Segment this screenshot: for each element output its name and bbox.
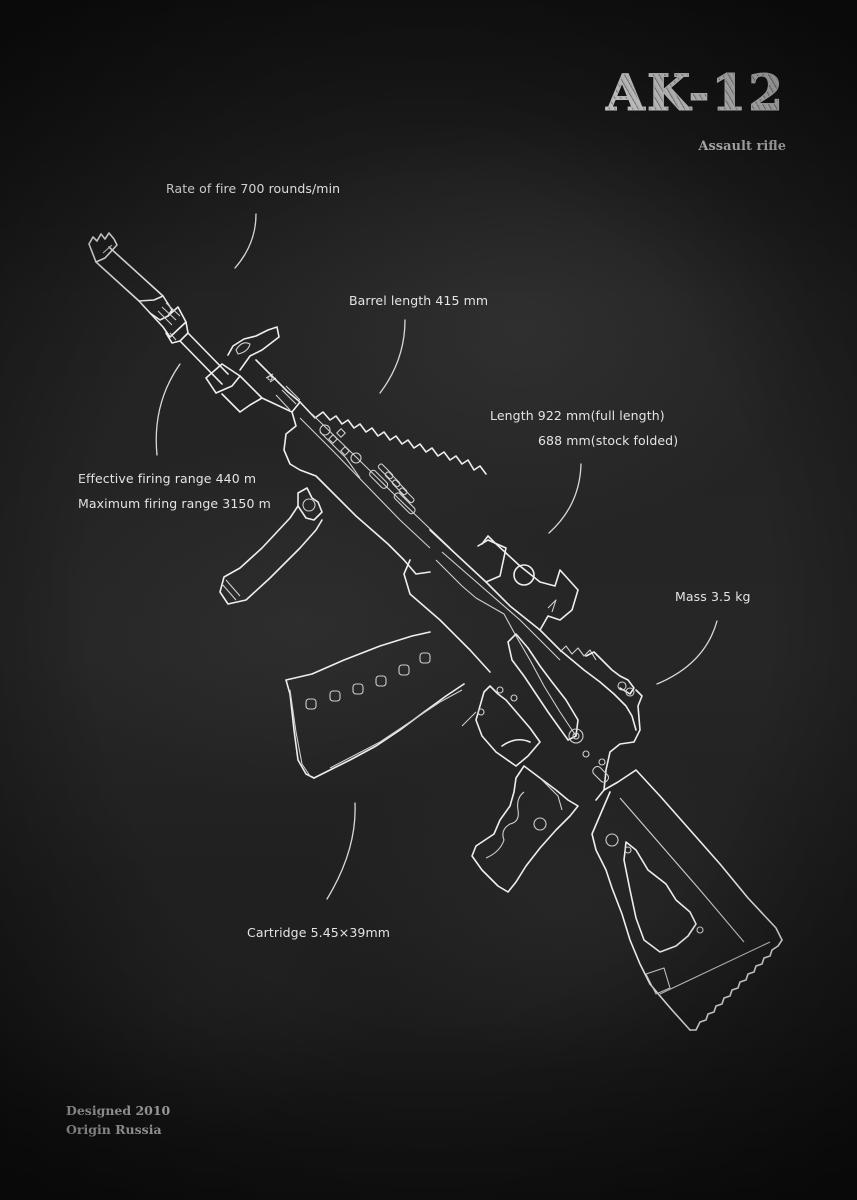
- stock-top: [603, 769, 783, 941]
- leader-rate-of-fire: [234, 213, 257, 269]
- stock-cutout: [623, 841, 697, 953]
- spec-maximum-range: Maximum firing range 3150 m: [78, 496, 271, 511]
- muzzle-brake: [88, 232, 118, 263]
- front-sight: [227, 326, 280, 371]
- leader-barrel-length: [379, 319, 406, 394]
- footer-origin: Origin Russia: [66, 1122, 162, 1137]
- spec-length-folded: 688 mm(stock folded): [538, 433, 679, 448]
- rifle-outline: [88, 232, 783, 1031]
- receiver-top: [485, 581, 637, 731]
- rear-sight: [585, 651, 635, 695]
- leader-mass: [656, 620, 718, 685]
- trigger-guard: [475, 685, 541, 767]
- page-title: AK-12: [606, 63, 785, 122]
- magazine-windows: [305, 652, 431, 710]
- vertical-foregrip: [219, 505, 323, 605]
- leader-cartridge: [326, 802, 356, 900]
- stock-butt-pad: [689, 939, 783, 1031]
- spec-barrel-length: Barrel length 415 mm: [349, 293, 489, 308]
- leader-length: [548, 463, 582, 534]
- weapon-type-subtitle: Assault rifle: [698, 139, 786, 154]
- top-picatinny-rail: [299, 401, 487, 475]
- pistol-grip: [471, 765, 579, 893]
- spec-effective-range: Effective firing range 440 m: [78, 471, 257, 486]
- leader-firing-range: [155, 363, 181, 456]
- receiver-rear: [595, 689, 643, 801]
- spec-cartridge: Cartridge 5.45×39mm: [247, 925, 391, 940]
- spec-rate-of-fire: Rate of fire 700 rounds/min: [166, 181, 341, 196]
- foregrip-mount: [297, 487, 323, 521]
- spec-length-full: Length 922 mm(full length): [490, 408, 665, 423]
- trigger: [501, 738, 531, 747]
- handguard-vent-slots: [369, 463, 416, 515]
- stock-lower: [591, 791, 691, 1031]
- annotation-leader-lines: [155, 213, 718, 900]
- footer-designed: Designed 2010: [66, 1103, 171, 1118]
- spec-mass: Mass 3.5 kg: [675, 589, 751, 604]
